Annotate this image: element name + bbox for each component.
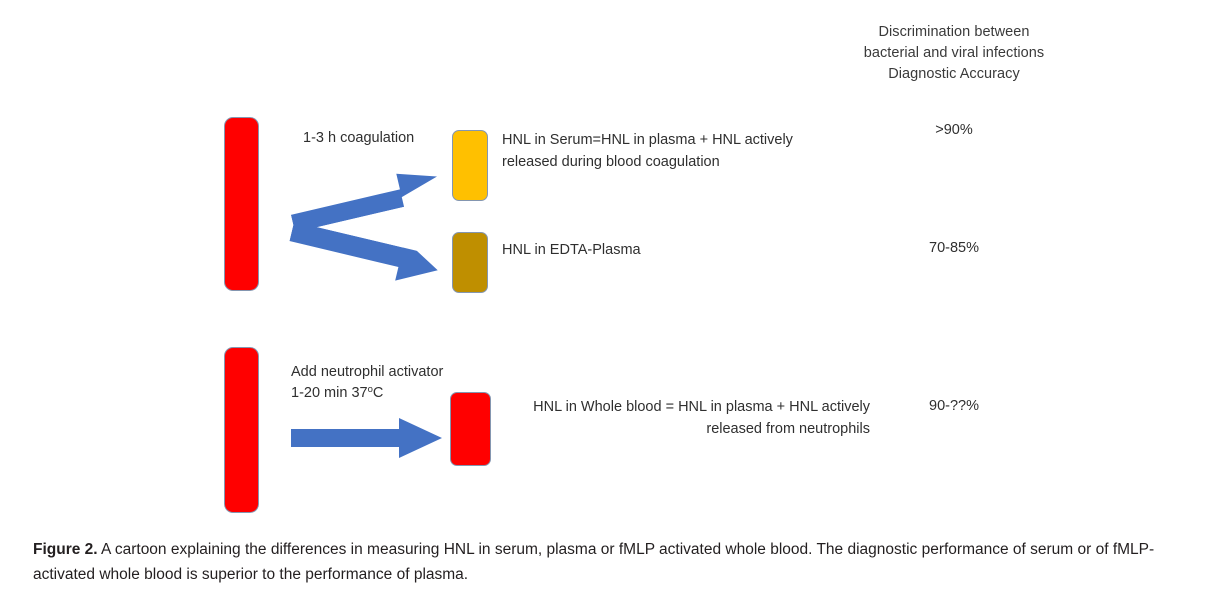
figure-illustration: Discrimination between bacterial and vir… — [224, 22, 1070, 513]
process-label-coagulation: 1-3 h coagulation — [303, 130, 415, 146]
plasma-sample-box — [452, 232, 488, 293]
serum-description-line-2: released during blood coagulation — [502, 154, 720, 170]
arrow-plasma-separation-icon — [284, 221, 442, 300]
outcome-description-plasma: HNL in EDTA-Plasma — [502, 239, 832, 261]
serum-sample-box — [452, 130, 488, 201]
figure-caption-label: Figure 2. — [33, 541, 98, 558]
outcome-description-whole-blood: HNL in Whole blood = HNL in plasma + HNL… — [500, 396, 870, 440]
figure-caption-text: A cartoon explaining the differences in … — [33, 541, 1155, 583]
activator-line-2: 1-20 min 37oC — [291, 383, 443, 404]
whole-blood-description-line-1: HNL in Whole blood = HNL in plasma + HNL… — [533, 399, 870, 415]
whole-blood-description-line-2: released from neutrophils — [706, 421, 870, 437]
accuracy-column-header: Discrimination between bacterial and vir… — [838, 22, 1070, 85]
accuracy-value-serum: >90% — [935, 122, 973, 138]
activator-time-temp: 1-20 min 37 — [291, 385, 368, 401]
blood-sample-bar-bottom — [224, 347, 259, 513]
arrow-coagulation-icon — [285, 155, 443, 233]
process-label-neutrophil-activator: Add neutrophil activator 1-20 min 37oC — [291, 362, 443, 404]
plasma-description-line-1: HNL in EDTA-Plasma — [502, 242, 641, 258]
activator-line-1: Add neutrophil activator — [291, 364, 444, 380]
accuracy-header-line-3: Diagnostic Accuracy — [888, 66, 1020, 82]
accuracy-value-whole-blood: 90-??% — [929, 398, 979, 414]
accuracy-header-line-2: bacterial and viral infections — [863, 45, 1045, 61]
blood-sample-bar-top — [224, 117, 259, 291]
accuracy-value-plasma: 70-85% — [929, 240, 979, 256]
celsius-symbol: C — [372, 385, 384, 401]
outcome-description-serum: HNL in Serum=HNL in plasma + HNL activel… — [502, 129, 832, 173]
whole-blood-sample-box — [450, 392, 491, 466]
degree-symbol: o — [367, 384, 373, 395]
accuracy-header-line-1: Discrimination between — [878, 24, 1030, 40]
serum-description-line-1: HNL in Serum=HNL in plasma + HNL activel… — [502, 132, 793, 148]
figure-caption: Figure 2. A cartoon explaining the diffe… — [33, 537, 1213, 587]
arrow-neutrophil-activation-icon — [291, 418, 443, 458]
